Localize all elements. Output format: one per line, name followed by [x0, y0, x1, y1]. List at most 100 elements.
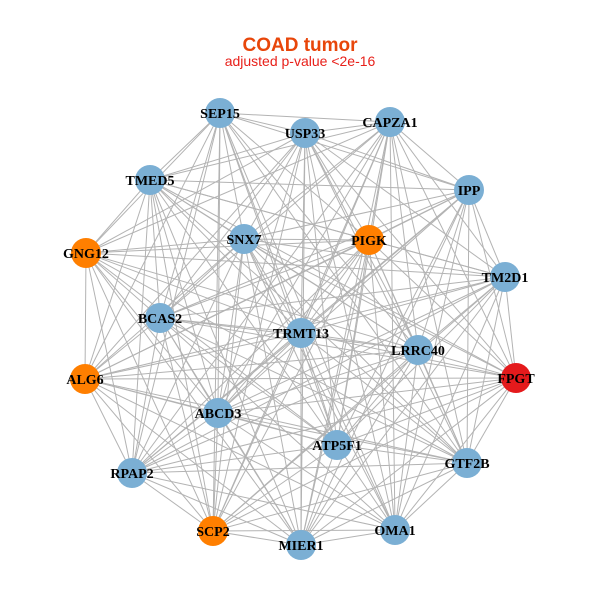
edge-SNX7-GNG12 — [85, 238, 245, 254]
edge-RPAP2-OMA1 — [131, 472, 396, 531]
edge-ALG6-GTF2B — [84, 378, 468, 464]
node-label: RPAP2 — [110, 467, 153, 482]
node-label: MIER1 — [278, 539, 323, 554]
edge-GTF2B-MIER1 — [300, 462, 468, 546]
node-gtf2b[interactable]: GTF2B — [444, 448, 490, 478]
edge-SNX7-BCAS2 — [159, 238, 245, 319]
node-circle — [145, 303, 175, 333]
edge-SEP15-IPP — [219, 112, 470, 191]
node-circle — [71, 238, 101, 268]
node-capza1[interactable]: CAPZA1 — [362, 107, 418, 137]
edge-RPAP2-MIER1 — [131, 472, 302, 546]
edge-BCAS2-ALG6 — [84, 317, 161, 380]
node-fpgt[interactable]: FPGT — [497, 363, 535, 393]
edge-TM2D1-OMA1 — [394, 276, 506, 531]
edge-PIGK-MIER1 — [300, 239, 370, 546]
edge-SNX7-RPAP2 — [131, 238, 245, 474]
edge-CAPZA1-GTF2B — [389, 121, 468, 464]
edge-IPP-GTF2B — [466, 189, 470, 464]
edge-SNX7-PIGK — [243, 238, 370, 241]
edge-TRMT13-GTF2B — [300, 332, 468, 464]
edge-PIGK-FPGT — [368, 239, 517, 379]
node-tm2d1[interactable]: TM2D1 — [482, 262, 529, 292]
edge-CAPZA1-LRRC40 — [389, 121, 419, 351]
node-rpap2[interactable]: RPAP2 — [110, 458, 154, 488]
edge-GNG12-ABCD3 — [85, 252, 219, 414]
edge-PIGK-TM2D1 — [368, 239, 506, 278]
edge-IPP-ABCD3 — [217, 189, 470, 414]
node-mier1[interactable]: MIER1 — [278, 530, 324, 560]
node-ipp[interactable]: IPP — [454, 175, 484, 205]
node-circle — [198, 516, 228, 546]
node-circle — [322, 430, 352, 460]
edge-LRRC40-SCP2 — [212, 349, 419, 532]
edge-BCAS2-FPGT — [159, 317, 517, 379]
edge-IPP-BCAS2 — [159, 189, 470, 319]
node-label: SCP2 — [196, 525, 229, 540]
node-label: ATP5F1 — [312, 439, 362, 454]
edge-USP33-IPP — [304, 132, 470, 191]
edge-LRRC40-ATP5F1 — [336, 349, 419, 446]
node-label: LRRC40 — [391, 344, 445, 359]
edge-TMED5-ALG6 — [84, 179, 151, 380]
node-label: BCAS2 — [138, 312, 182, 327]
node-label: TMED5 — [126, 174, 175, 189]
edge-USP33-BCAS2 — [159, 132, 306, 319]
edge-PIGK-GNG12 — [85, 239, 370, 254]
edge-ABCD3-SCP2 — [212, 412, 219, 532]
node-label: ABCD3 — [195, 407, 242, 422]
edge-MIER1-OMA1 — [300, 529, 396, 546]
edge-BCAS2-RPAP2 — [131, 317, 161, 474]
edge-TMED5-BCAS2 — [149, 179, 161, 319]
node-circle — [229, 224, 259, 254]
edge-BCAS2-GTF2B — [159, 317, 468, 464]
edge-TM2D1-ABCD3 — [217, 276, 506, 414]
edge-CAPZA1-OMA1 — [389, 121, 396, 531]
edge-ALG6-SCP2 — [84, 378, 214, 532]
node-circle — [203, 398, 233, 428]
node-label: TRMT13 — [273, 327, 329, 342]
node-bcas2[interactable]: BCAS2 — [138, 303, 182, 333]
edge-TMED5-ABCD3 — [149, 179, 219, 414]
chart-subtitle: adjusted p-value <2e-16 — [224, 53, 376, 69]
edge-LRRC40-OMA1 — [394, 349, 419, 531]
node-oma1[interactable]: OMA1 — [374, 515, 416, 545]
node-atp5f1[interactable]: ATP5F1 — [312, 430, 362, 460]
edge-RPAP2-SCP2 — [131, 472, 214, 532]
node-trmt13[interactable]: TRMT13 — [273, 318, 329, 348]
node-circle — [454, 175, 484, 205]
edge-TMED5-GNG12 — [85, 179, 151, 254]
node-gng12[interactable]: GNG12 — [63, 238, 109, 268]
edge-GNG12-TM2D1 — [85, 252, 506, 278]
edge-CAPZA1-RPAP2 — [131, 121, 391, 474]
edge-SEP15-RPAP2 — [131, 112, 221, 474]
node-alg6[interactable]: ALG6 — [66, 364, 104, 394]
node-circle — [501, 363, 531, 393]
edge-GNG12-RPAP2 — [85, 252, 133, 474]
node-label: GTF2B — [444, 457, 489, 472]
node-circle — [286, 318, 316, 348]
node-sep15[interactable]: SEP15 — [200, 98, 240, 128]
node-abcd3[interactable]: ABCD3 — [195, 398, 242, 428]
node-scp2[interactable]: SCP2 — [196, 516, 230, 546]
node-lrrc40[interactable]: LRRC40 — [391, 335, 445, 365]
edge-FPGT-SCP2 — [212, 377, 517, 532]
node-circle — [354, 225, 384, 255]
edge-USP33-GTF2B — [304, 132, 468, 464]
edge-SNX7-TRMT13 — [243, 238, 302, 334]
edge-TM2D1-BCAS2 — [159, 276, 506, 319]
edge-ALG6-OMA1 — [84, 378, 396, 531]
node-tmed5[interactable]: TMED5 — [126, 165, 175, 195]
node-pigk[interactable]: PIGK — [351, 225, 387, 255]
edge-LRRC40-RPAP2 — [131, 349, 419, 474]
edge-IPP-LRRC40 — [417, 189, 470, 351]
edge-SEP15-CAPZA1 — [219, 112, 391, 123]
edge-PIGK-ATP5F1 — [336, 239, 370, 446]
node-usp33[interactable]: USP33 — [285, 118, 325, 148]
node-label: SNX7 — [226, 233, 261, 248]
node-label: GNG12 — [63, 247, 109, 262]
edge-USP33-SNX7 — [243, 132, 306, 240]
node-snx7[interactable]: SNX7 — [226, 224, 262, 254]
